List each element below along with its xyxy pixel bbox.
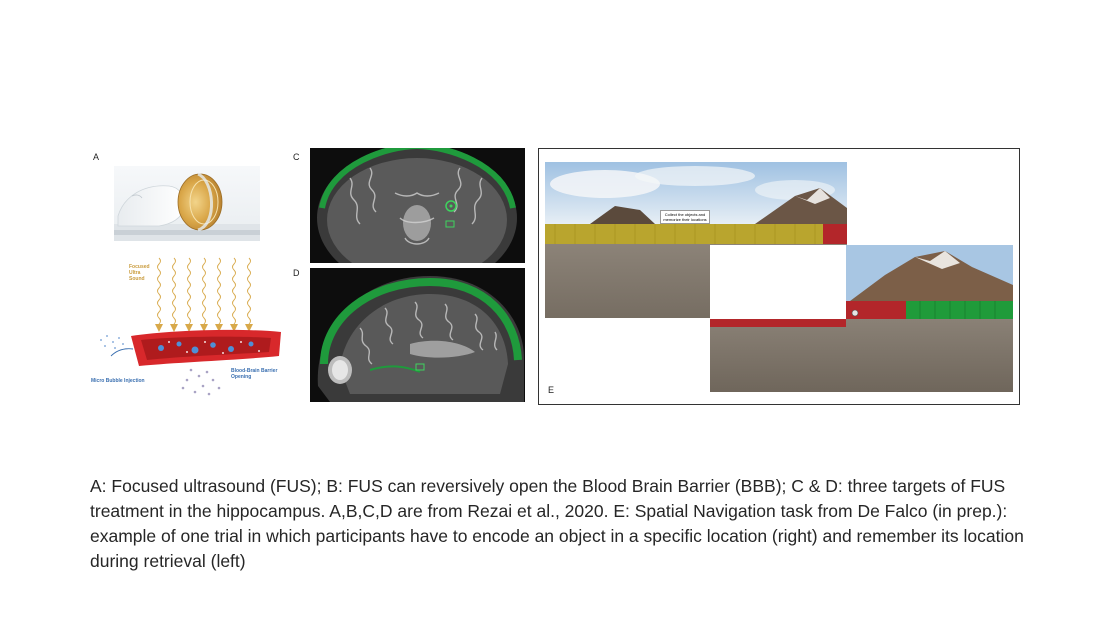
- panel-c-mri-axial: [310, 148, 525, 263]
- encoding-scene: [710, 245, 1013, 392]
- panel-d-mri-sagittal: [310, 268, 525, 402]
- panel-label-a: A: [93, 152, 100, 162]
- mri-sagittal-illustration: [310, 268, 525, 402]
- vessel-illustration: [100, 257, 281, 396]
- panel-e-navigation-task: Collect the objects and memorize their l…: [538, 148, 1020, 405]
- bbb-opening-label: Blood-Brain Barrier Opening: [231, 368, 278, 380]
- figure-caption: A: Focused ultrasound (FUS); B: FUS can …: [90, 476, 1024, 571]
- panel-b-bbb-image: Focused Ultra Sound Micro Bubble Injecti…: [91, 256, 290, 404]
- task-prompt: Collect the objects and memorize their l…: [660, 210, 710, 224]
- micro-bubbles: [158, 341, 254, 354]
- panel-label-e: E: [548, 385, 555, 395]
- leakage-dots: [181, 368, 221, 396]
- panel-label-c: C: [293, 152, 300, 162]
- sound-waves: [157, 257, 251, 325]
- panel-label-d: D: [293, 268, 300, 278]
- focused-sound-label: Focused Ultra Sound: [129, 264, 150, 282]
- focus-cones: [155, 324, 253, 332]
- panel-a-ultrasound-image: [114, 166, 260, 241]
- micro-bubble-label: Micro Bubble Injection: [91, 378, 145, 384]
- injection-dots: [100, 335, 124, 349]
- encoding-scene-illustration: [710, 245, 1013, 392]
- head-helmet-illustration: [114, 172, 260, 241]
- mri-axial-illustration: [310, 148, 525, 263]
